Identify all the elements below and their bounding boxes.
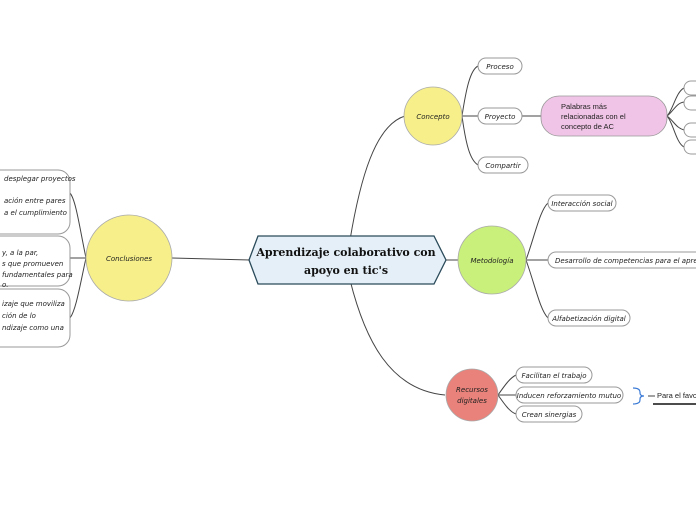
connector-box3 <box>69 257 87 319</box>
recursos-line2: digitales <box>457 397 487 405</box>
connector-palabras-3 <box>666 115 685 131</box>
connector-interaccion <box>525 202 549 261</box>
alfabetizacion-label: Alfabetización digital <box>551 315 625 323</box>
conclusion-1-line4: a el cumplimiento <box>4 209 67 217</box>
connector-facilitan <box>497 374 517 396</box>
node-interaccion[interactable] <box>547 194 617 212</box>
conclusion-3-line3: ndizaje como una <box>2 324 64 332</box>
node-concepto[interactable] <box>403 86 463 146</box>
connector-box1 <box>69 192 87 259</box>
central-title-line1: Aprendizaje colaborativo con <box>255 246 435 259</box>
node-conclusiones[interactable] <box>85 214 173 302</box>
connector-concepto <box>349 115 406 241</box>
connector-proceso <box>461 65 479 117</box>
node-conclusion-1[interactable] <box>0 169 71 235</box>
connector-recursos <box>349 279 446 396</box>
node-conclusion-2[interactable] <box>0 235 71 287</box>
node-palabras-child-3[interactable] <box>683 122 696 138</box>
connector-alfabetizacion <box>525 259 549 319</box>
inducen-label: Inducen reforzamiento mutuo <box>517 392 621 400</box>
node-palabras[interactable] <box>540 95 668 137</box>
node-inducen[interactable] <box>515 386 624 404</box>
node-desarrollo[interactable] <box>547 251 696 269</box>
node-alfabetizacion[interactable] <box>547 309 631 327</box>
extra-label: Para el favore <box>657 391 696 400</box>
interaccion-label: Interacción social <box>551 200 612 208</box>
node-crean[interactable] <box>515 405 583 423</box>
bracket-icon <box>632 387 645 405</box>
node-recursos[interactable] <box>445 368 499 422</box>
compartir-label: Compartir <box>485 162 521 170</box>
node-palabras-child-4[interactable] <box>683 139 696 155</box>
metodologia-label: Metodología <box>470 257 513 265</box>
node-compartir[interactable] <box>477 156 529 174</box>
conclusion-3-line1: izaje que moviliza <box>2 300 65 308</box>
conclusion-2-line4: o. <box>2 281 9 289</box>
proceso-label: Proceso <box>486 63 513 71</box>
proyecto-label: Proyecto <box>485 113 516 121</box>
conclusion-2-line3: fundamentales para <box>2 271 73 279</box>
conclusion-1-line3: ación entre pares <box>4 197 66 205</box>
central-title-line2: apoyo en tic's <box>304 264 388 277</box>
connector-compartir <box>461 115 479 166</box>
central-topic[interactable] <box>248 235 447 285</box>
recursos-line1: Recursos <box>456 386 488 394</box>
conclusiones-label: Conclusiones <box>106 255 152 263</box>
facilitan-label: Facilitan el trabajo <box>521 372 586 380</box>
palabras-line2: relacionadas con el <box>561 112 626 121</box>
conclusion-2-line2: s que promueven <box>2 260 63 268</box>
connector-palabras-2 <box>666 101 685 117</box>
node-palabras-child-1[interactable] <box>683 80 696 96</box>
conclusion-3-line2: ción de lo <box>2 312 36 320</box>
crean-label: Crean sinergias <box>522 411 577 419</box>
palabras-line3: concepto de AC <box>561 122 615 131</box>
node-proceso[interactable] <box>477 57 523 75</box>
connector-crean <box>497 394 517 415</box>
node-proyecto[interactable] <box>477 107 523 125</box>
connector-palabras-4 <box>666 115 685 148</box>
node-facilitan[interactable] <box>515 366 593 384</box>
connector-conclusiones <box>171 257 251 261</box>
node-conclusion-3[interactable] <box>0 288 71 348</box>
concepto-label: Concepto <box>416 113 449 121</box>
connector-palabras-1 <box>666 87 685 117</box>
node-palabras-child-2[interactable] <box>683 95 696 111</box>
node-metodologia[interactable] <box>457 225 527 295</box>
conclusion-2-line1: y, a la par, <box>1 249 38 257</box>
palabras-line1: Palabras más <box>561 102 607 111</box>
conclusion-1-line1: desplegar proyectos <box>4 175 76 183</box>
desarrollo-label: Desarrollo de competencias para el apren… <box>555 257 696 265</box>
